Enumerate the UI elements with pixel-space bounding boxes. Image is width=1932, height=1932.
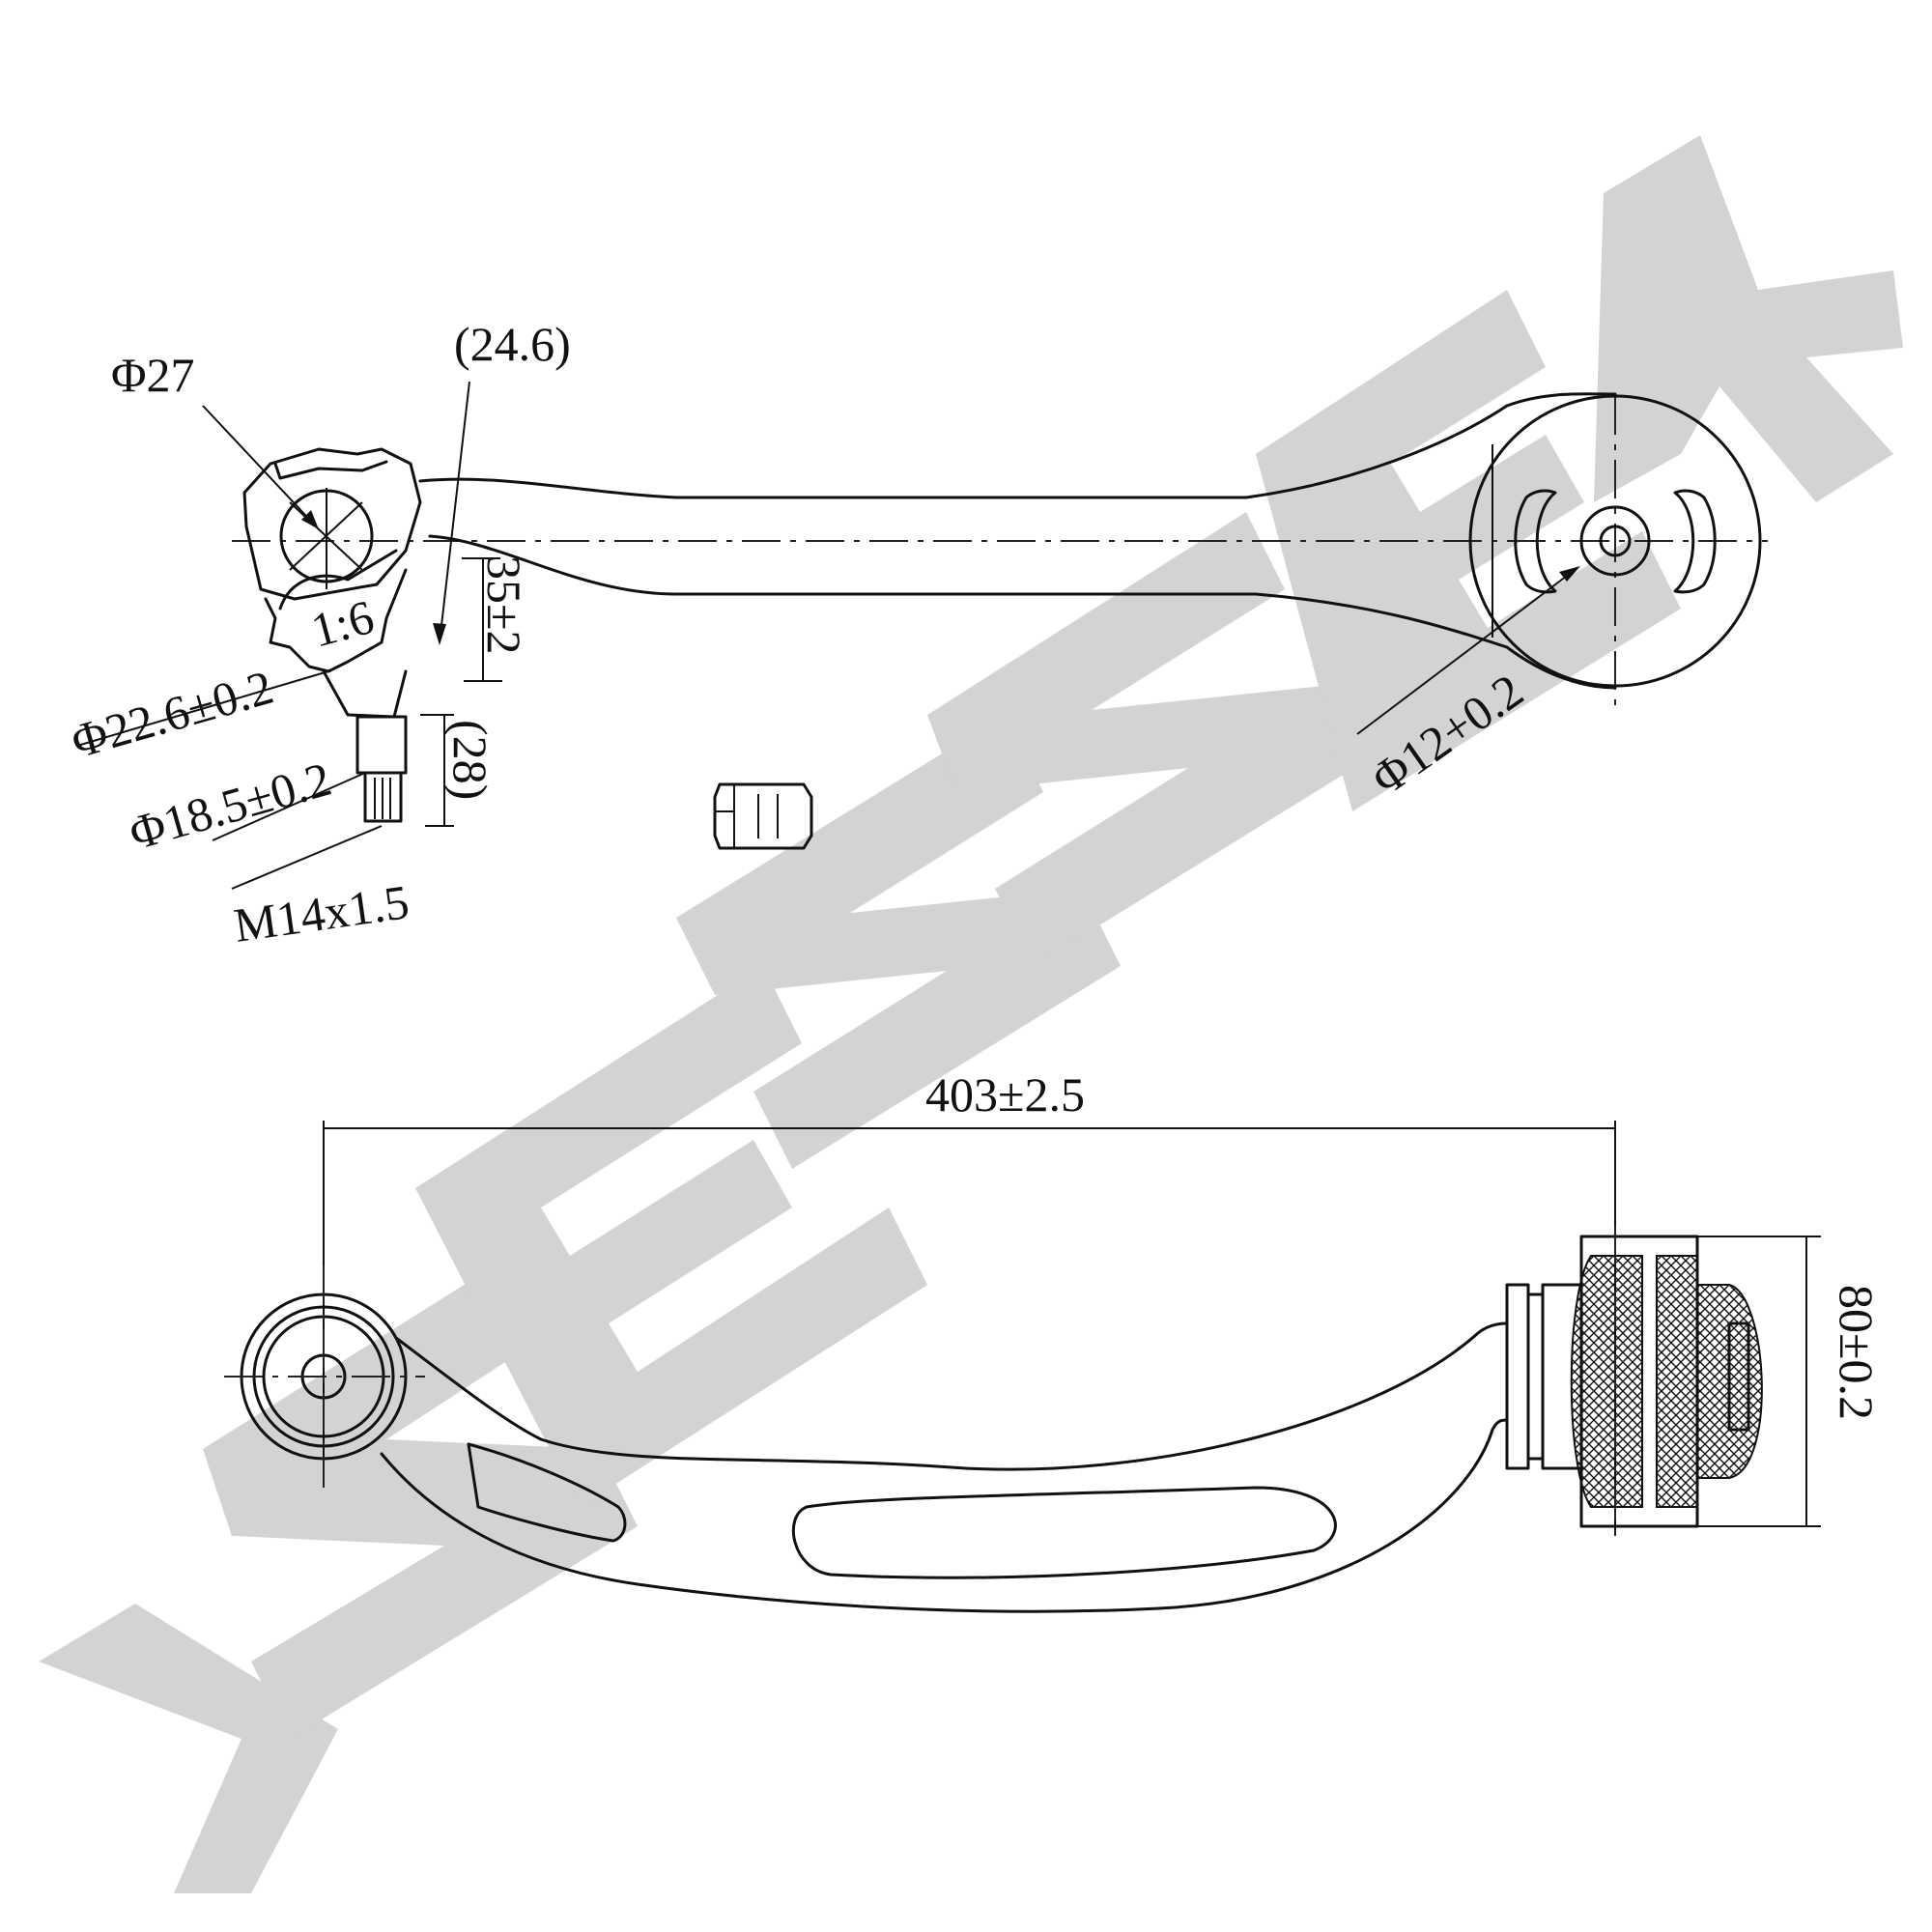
ref-28-label: (28): [443, 720, 497, 800]
taper-label: 1:6: [305, 589, 379, 658]
side-arm-bottom: [380, 1418, 1509, 1613]
nut-icon: [713, 782, 813, 850]
phi22-6-label: Φ22.6±0.2: [66, 660, 279, 769]
eye-slot-right: [1673, 489, 1717, 594]
ref-24-6-label: (24.6): [454, 317, 571, 371]
phi27-leader: [202, 405, 320, 530]
arm-body-bottom: [428, 534, 1617, 690]
ball-stud-taper: [322, 669, 408, 719]
arm-body-top: [418, 392, 1617, 499]
width-label: 80±0.2: [1830, 1285, 1884, 1420]
thread-label: M14x1.5: [231, 874, 412, 952]
watermark-logo: [39, 135, 1903, 1893]
phi18-5-label: Φ18.5±0.2: [124, 752, 337, 861]
length-label: 403±2.5: [925, 1067, 1085, 1122]
eye-slot-left: [1514, 489, 1557, 594]
ball-stud-thread: [363, 771, 403, 823]
phi12-leader: [1356, 569, 1576, 735]
ball-stud-shank: [355, 715, 408, 775]
bushing-eye-inner: [1579, 505, 1651, 577]
side-cutout-center: [791, 1486, 1337, 1579]
ref-24-6-leader: [439, 381, 470, 643]
phi18-5-leader: [212, 772, 366, 841]
phi22-6-leader: [76, 670, 329, 747]
side-arm-top: [394, 1321, 1509, 1471]
bushing-bore: [1599, 525, 1632, 557]
dim-35-label: 35±2: [477, 555, 531, 654]
bushing-eye-outer: [1468, 394, 1762, 688]
ball-joint: [242, 447, 422, 823]
side-cutout-left: [467, 1442, 627, 1543]
side-bushing: [1505, 1227, 1763, 1536]
side-view: 403±2.5 80±0.2: [224, 1067, 1884, 1613]
thread-leader: [231, 825, 383, 890]
phi27-label: Φ27: [111, 348, 195, 402]
